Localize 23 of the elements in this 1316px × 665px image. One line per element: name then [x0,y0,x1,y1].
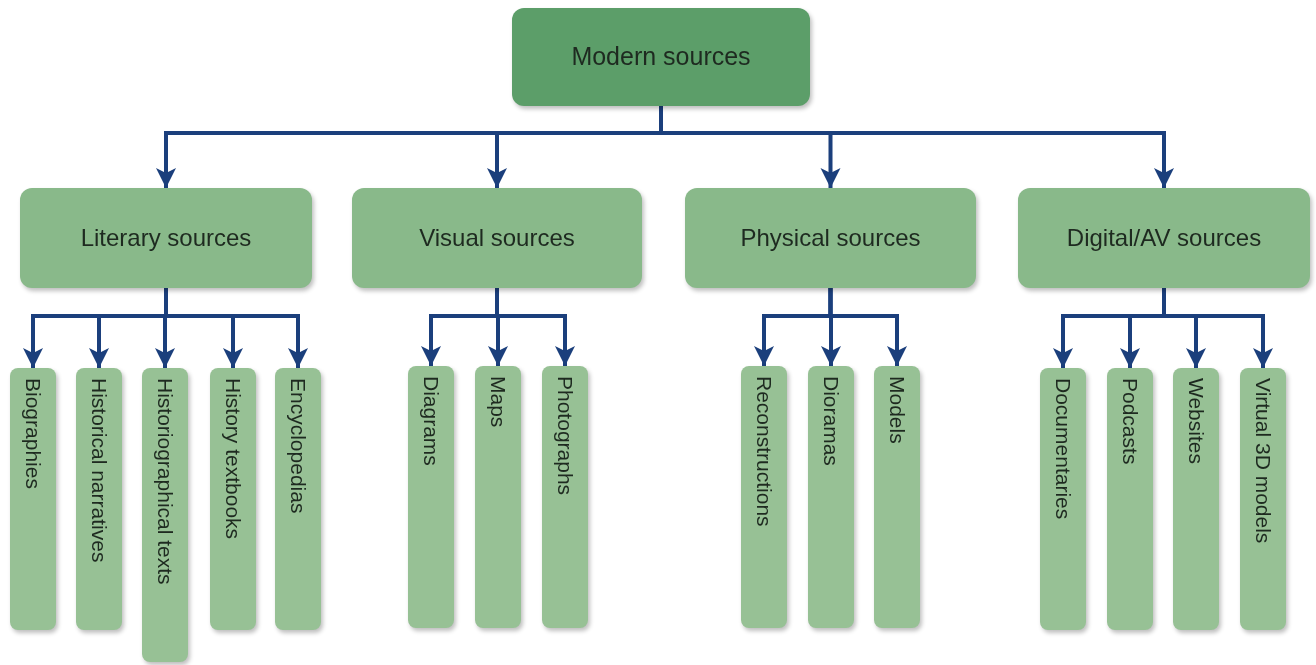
process-box: Literary sources [20,188,312,288]
vertical-box: Photographs [542,366,588,628]
vertical-box: Encyclopedias [275,368,321,630]
vertical-box: History textbooks [210,368,256,630]
vertical-box: Historical narratives [76,368,122,630]
arrow [495,288,575,366]
vertical-box: Historiographical texts [142,368,188,662]
process-box: Modern sources [512,8,810,106]
vertical-box: Diagrams [408,366,454,628]
vertical-box: Reconstructions [741,366,787,628]
vertical-box: Documentaries [1040,368,1086,630]
vertical-box: Websites [1173,368,1219,630]
process-box: Physical sources [685,188,976,288]
vertical-box: Models [874,366,920,628]
vertical-box: Dioramas [808,366,854,628]
vertical-box: Maps [475,366,521,628]
arrow [1162,288,1273,368]
vertical-box: Podcasts [1107,368,1153,630]
process-box: Digital/AV sources [1018,188,1310,288]
vertical-box: Biographies [10,368,56,630]
process-box: Visual sources [352,188,642,288]
vertical-box: Virtual 3D models [1240,368,1286,630]
arrow [828,288,907,366]
